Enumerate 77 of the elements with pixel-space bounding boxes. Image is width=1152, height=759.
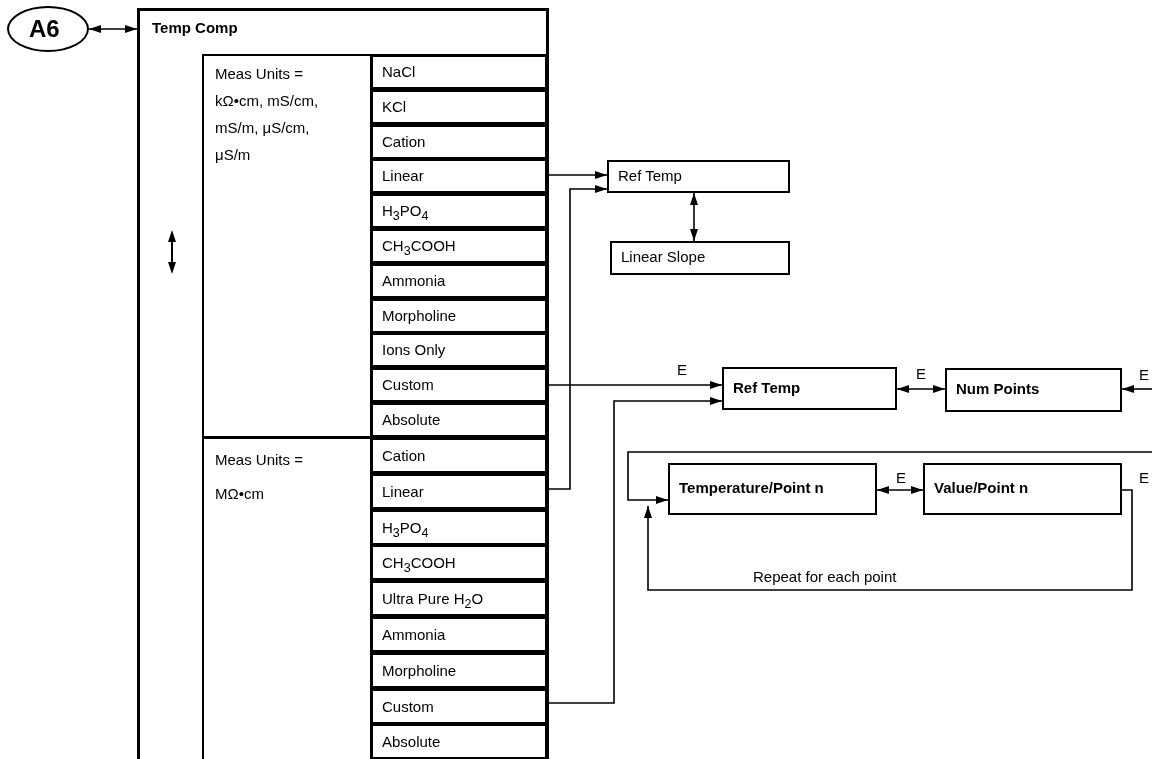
box-label: Ref Temp (618, 167, 682, 185)
box-label: Linear (382, 167, 424, 185)
option-row (370, 473, 548, 510)
box-label: Custom (382, 698, 434, 716)
parameter-box (668, 463, 877, 515)
edge-label: E (676, 362, 688, 378)
box-label: Morpholine (382, 662, 457, 680)
menu-panel (137, 8, 549, 759)
option-row (370, 652, 548, 689)
box-label: Cation (382, 447, 426, 465)
arrow (644, 489, 1133, 591)
box-label: Ref Temp (733, 379, 801, 397)
arrow (690, 192, 698, 242)
option-row (370, 298, 548, 334)
parameter-box (607, 160, 790, 193)
option-row (370, 402, 548, 438)
arrow (547, 381, 723, 389)
box-label: H$_{3}$PO$_{4}$ (382, 202, 429, 225)
parameter-box (610, 241, 790, 275)
option-row (370, 124, 548, 160)
box-label: Linear (382, 483, 424, 501)
option-row (370, 509, 548, 546)
option-group-box (202, 437, 548, 759)
box-label: Absolute (382, 411, 441, 429)
menu-code: A6 (29, 15, 60, 43)
box-label: H$_{3}$PO$_{4}$ (382, 519, 429, 542)
option-row (370, 228, 548, 264)
arrow (547, 397, 723, 704)
box-label: Linear Slope (621, 248, 706, 266)
option-row (370, 367, 548, 403)
arrow (88, 25, 138, 33)
parameter-box (945, 368, 1122, 412)
box-label: KCl (382, 98, 407, 116)
arrow (896, 385, 946, 393)
box-label: Absolute (382, 733, 441, 751)
edge-label: E (915, 366, 927, 382)
box-label: Temperature/Point n (679, 479, 824, 497)
option-row (370, 544, 548, 581)
option-row (370, 616, 548, 653)
option-row (370, 89, 548, 125)
note-text: Repeat for each point (752, 569, 898, 585)
option-row (370, 158, 548, 194)
option-row (370, 580, 548, 617)
box-label: CH$_{3}$COOH (382, 554, 456, 577)
edge-label: E (1138, 470, 1150, 486)
parameter-box (923, 463, 1122, 515)
box-label: Num Points (956, 380, 1040, 398)
box-label: Ammonia (382, 272, 446, 290)
edge-label: E (1138, 367, 1150, 383)
arrow (876, 486, 924, 494)
option-group-box (202, 54, 548, 438)
option-row (370, 263, 548, 299)
option-row (370, 332, 548, 368)
arrow (547, 171, 608, 179)
units-text: Meas Units = kΩ•cm, mS/cm, mS/m, μS/cm, μS/m (215, 64, 320, 165)
box-label: NaCl (382, 63, 416, 81)
option-row (370, 193, 548, 229)
box-label: Ammonia (382, 626, 446, 644)
parameter-box (722, 367, 897, 410)
box-label: Cation (382, 133, 426, 151)
box-label: Morpholine (382, 307, 457, 325)
arrow (547, 185, 608, 490)
arrow (627, 451, 1152, 504)
option-row (370, 437, 548, 474)
box-label: Temp Comp (152, 19, 238, 37)
option-row (370, 688, 548, 725)
arrow (1121, 385, 1152, 393)
menu-code-ellipse (7, 6, 89, 52)
edge-label: E (895, 470, 907, 486)
box-label: Value/Point n (934, 479, 1029, 497)
box-label: Ultra Pure H$_{2}$O (382, 590, 484, 613)
units-text: Meas Units = MΩ•cm (215, 450, 304, 504)
box-label: Ions Only (382, 341, 446, 359)
box-label: CH$_{3}$COOH (382, 237, 456, 260)
option-row (370, 723, 548, 759)
option-row (370, 54, 548, 90)
box-label: Custom (382, 376, 434, 394)
